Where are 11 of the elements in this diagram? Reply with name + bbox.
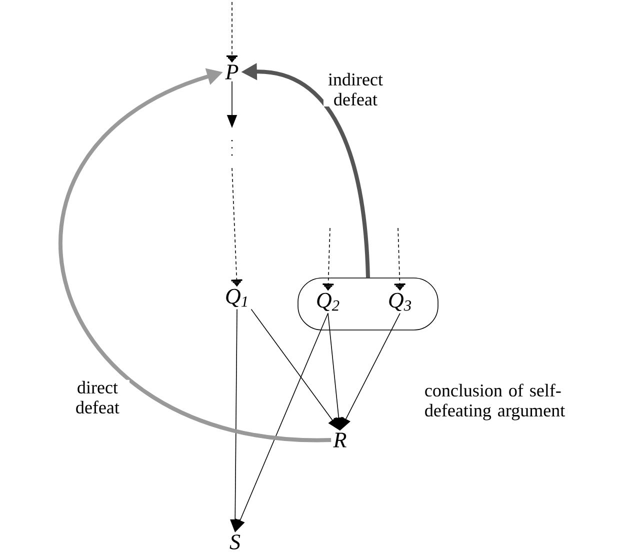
node-letter: R xyxy=(333,432,346,448)
annotation: conclusion of self-defeating argument xyxy=(425,384,565,420)
node-letter: P xyxy=(225,64,238,80)
edge-label: indirect defeat xyxy=(323,72,388,107)
rounded-box xyxy=(298,278,438,330)
node-letter: S xyxy=(230,534,240,550)
node-letter: Q$_{1}$ xyxy=(226,288,247,308)
edge-label: direct defeat xyxy=(65,380,130,415)
arrow xyxy=(58,68,332,442)
node-letter: Q$_{2}$ xyxy=(317,292,340,312)
node-letter: Q$_{3}$ xyxy=(389,292,412,312)
